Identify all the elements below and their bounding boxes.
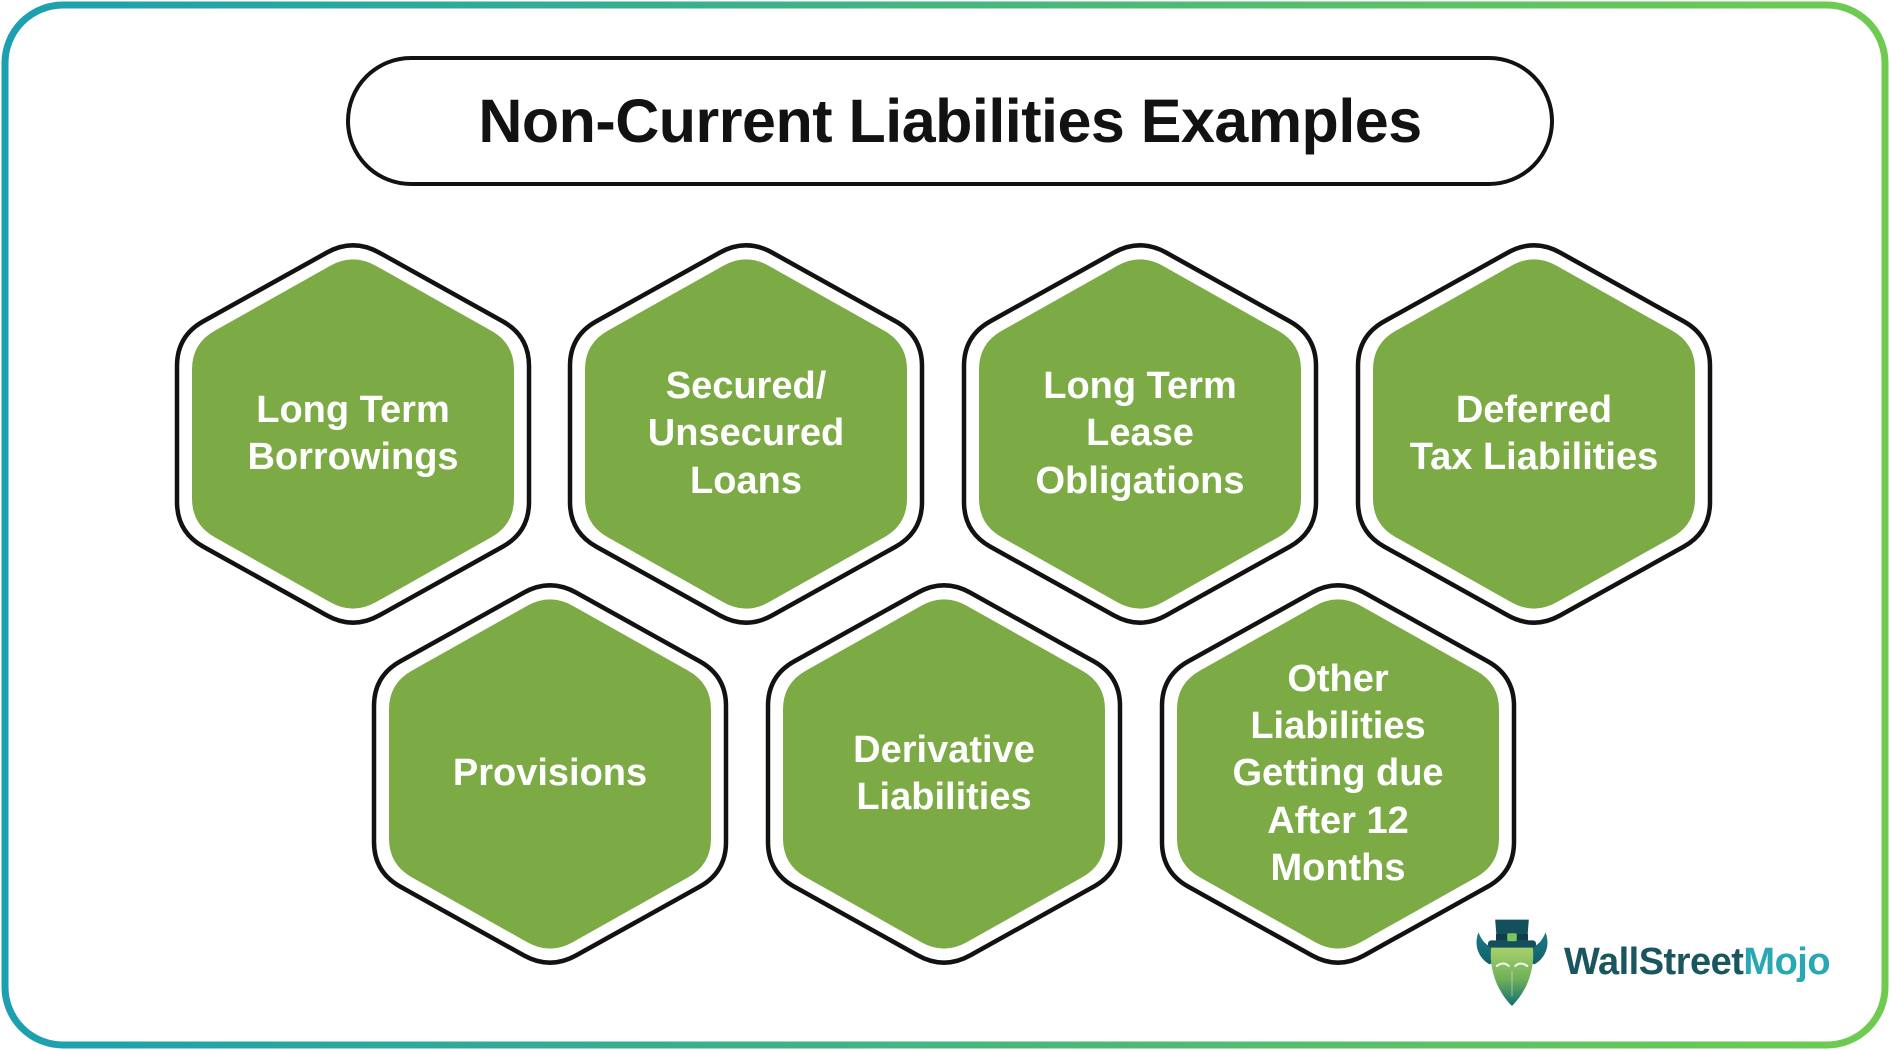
title-banner: Non-Current Liabilities Examples bbox=[346, 56, 1554, 186]
hexagon-label: Provisions bbox=[452, 752, 648, 795]
brand-logo: WallStreetMojo bbox=[1472, 912, 1831, 1012]
page-title: Non-Current Liabilities Examples bbox=[478, 87, 1422, 155]
hexagon-label: Derivative Liabilities bbox=[853, 728, 1035, 818]
brand-name: WallStreetMojo bbox=[1564, 940, 1831, 984]
hexagon-label: Other Liabilities Getting due After 12 M… bbox=[1232, 658, 1444, 889]
hexagon-provisions: Provisions bbox=[360, 564, 740, 984]
bull-mascot-icon bbox=[1476, 919, 1548, 1006]
brand-name-wallstreet: WallStreet bbox=[1564, 940, 1744, 983]
brand-name-mojo: Mojo bbox=[1743, 940, 1831, 983]
hexagon-other-liabilities-after-12-months: Other Liabilities Getting due After 12 M… bbox=[1148, 564, 1528, 984]
hexagon-derivative-liabilities: Derivative Liabilities bbox=[754, 564, 1134, 984]
